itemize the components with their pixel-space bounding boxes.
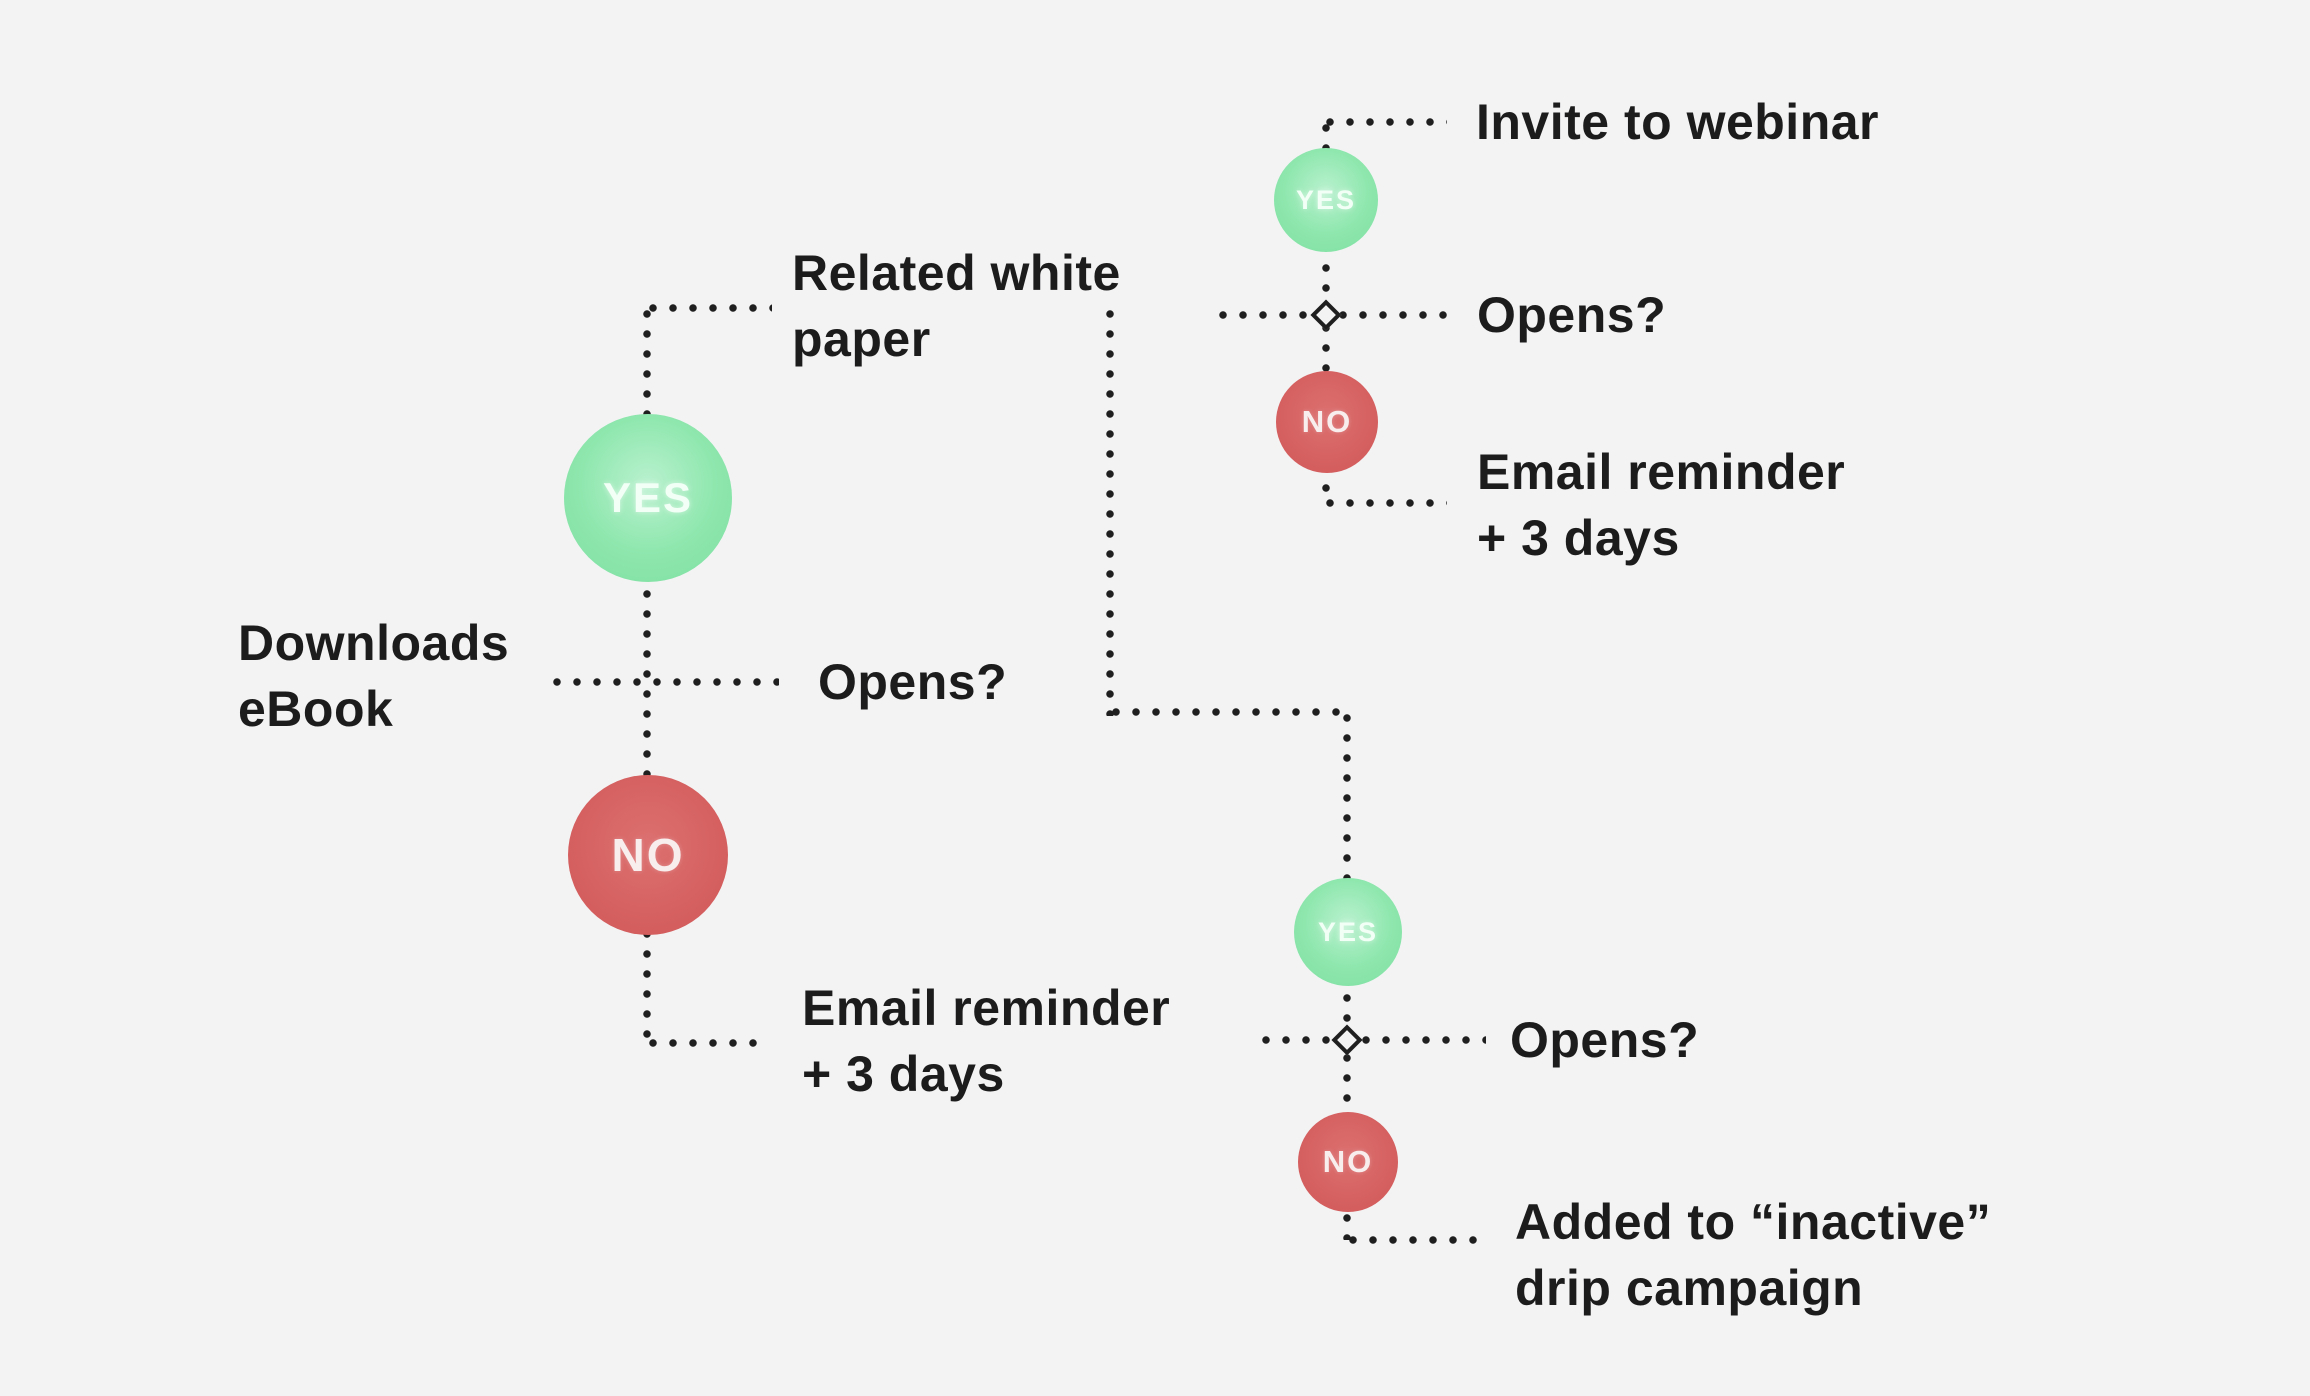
label-email-reminder-right: Email reminder + 3 days xyxy=(1477,444,1846,566)
label-invite-to-webinar: Invite to webinar xyxy=(1476,94,1880,150)
yes-node-reminder-opens: YES xyxy=(1294,878,1402,986)
junction-diamond-opens-top-right xyxy=(1310,299,1342,331)
connector-whitepaper-down-vertical xyxy=(1106,304,1114,716)
label-related-white-paper: Related white paper xyxy=(792,245,1121,367)
connector-yes-to-related-white-paper xyxy=(643,304,772,312)
label-opens-bottom-right: Opens? xyxy=(1510,1012,1700,1068)
connector-elbow-horizontal xyxy=(1106,708,1351,716)
no-node-reminder-opens: NO xyxy=(1298,1112,1398,1212)
no-node-ebook-opens: NO xyxy=(568,775,728,935)
yes-node-ebook-opens: YES xyxy=(564,414,732,582)
connector-ebook-branch-vertical xyxy=(643,304,651,1047)
label-downloads-ebook: Downloads eBook xyxy=(238,615,510,737)
junction-diamond-opens-bottom-right xyxy=(1331,1024,1363,1056)
connector-no-to-email-reminder-right xyxy=(1320,499,1447,507)
connector-opens-bottom-right xyxy=(1256,1036,1486,1044)
no-node-whitepaper-opens: NO xyxy=(1276,371,1378,473)
label-opens-left: Opens? xyxy=(818,654,1008,710)
connector-yes-to-invite-webinar xyxy=(1320,118,1447,126)
connector-no-to-email-reminder-left xyxy=(643,1039,762,1047)
label-opens-top-right: Opens? xyxy=(1477,287,1667,343)
connector-opens-left xyxy=(547,678,779,686)
connector-no-to-inactive-drip xyxy=(1343,1236,1477,1244)
label-added-inactive-drip: Added to “inactive” drip campaign xyxy=(1515,1194,1992,1316)
yes-node-whitepaper-opens: YES xyxy=(1274,148,1378,252)
label-email-reminder-left: Email reminder + 3 days xyxy=(802,980,1171,1102)
